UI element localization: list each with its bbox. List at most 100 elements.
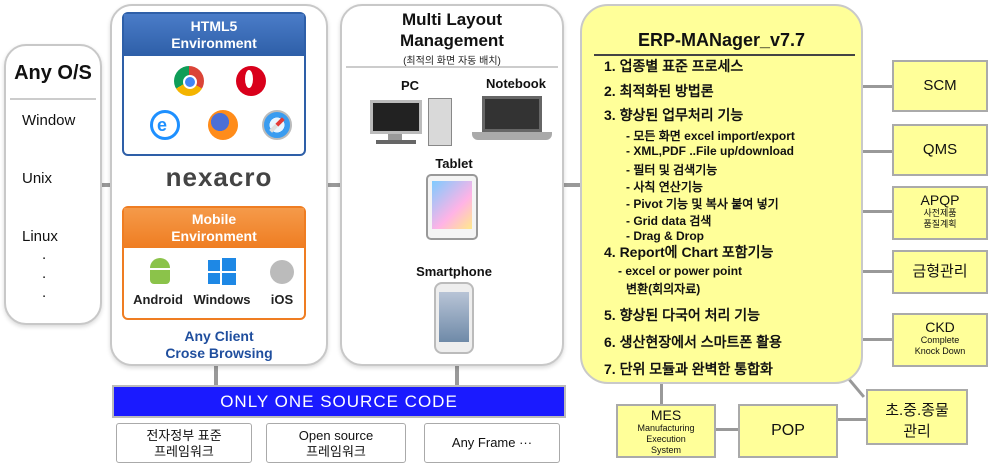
module-apqp: APQP 사전제품 품질계획 <box>892 186 988 240</box>
erp-item-1: 1. 업종별 표준 프로세스 <box>604 58 744 74</box>
erp-item-7: 7. 단위 모듈과 완벽한 통합화 <box>604 361 773 377</box>
os-item-linux: Linux <box>22 228 58 245</box>
platform-ios: iOS <box>270 292 294 307</box>
module-mold-label: 금형관리 <box>912 263 968 280</box>
os-item-dot-1: . <box>42 246 47 263</box>
mobile-environment-label: Mobile Environment <box>171 211 257 244</box>
module-material-line-1: 초.중.종물 <box>885 402 949 419</box>
erp-subitem-4: - 사칙 연산기능 <box>626 180 703 194</box>
connector-erp-mold <box>861 270 893 273</box>
framework-opensource: Open source 프레임워크 <box>266 423 406 463</box>
layout-title-2: Management <box>400 31 504 50</box>
module-apqp-label: APQP <box>920 192 960 208</box>
erp-item-4-sub-2: 변환(회의자료) <box>626 282 701 296</box>
android-icon <box>148 258 172 284</box>
opera-icon <box>236 66 266 96</box>
tablet-icon <box>426 174 478 240</box>
module-pop-label: POP <box>771 422 805 439</box>
smartphone-icon <box>434 282 474 354</box>
safari-icon <box>262 110 292 140</box>
apple-icon <box>270 260 294 284</box>
module-ckd-sub-1: Complete <box>920 335 960 345</box>
module-qms: QMS <box>892 124 988 176</box>
nexacro-logo-text: nexacro <box>165 162 273 192</box>
module-ckd: CKD Complete Knock Down <box>892 313 988 367</box>
erp-subitem-5: - Pivot 기능 및 복사 붙여 넣기 <box>626 197 779 211</box>
erp-item-5: 5. 향상된 다국어 처리 기능 <box>604 307 761 323</box>
client-panel: HTML5 Environment e nexacro Mobile Envir… <box>110 4 328 366</box>
module-scm-label: SCM <box>923 77 957 94</box>
erp-item-2: 2. 최적화된 방법론 <box>604 83 714 99</box>
erp-subitem-3: - 필터 및 검색기능 <box>626 163 718 177</box>
connector-erp-ckd <box>861 338 893 341</box>
module-material-line-2: 관리 <box>903 423 931 440</box>
erp-title: ERP-MANager_v7.7 <box>637 30 806 50</box>
connector-layout-erp <box>562 183 582 187</box>
platform-android: Android <box>133 292 183 307</box>
framework-opensource-line-2: 프레임워크 <box>306 444 366 459</box>
erp-item-3: 3. 향상된 업무처리 기능 <box>604 107 744 123</box>
module-pop: POP <box>738 404 838 458</box>
module-mes-label: MES <box>650 407 682 423</box>
layout-subtitle: (최적의 화면 자동 배치) <box>403 56 501 67</box>
source-code-label: ONLY ONE SOURCE CODE <box>220 392 458 411</box>
device-smartphone-label: Smartphone <box>416 264 492 279</box>
client-footer-2: Crose Browsing <box>165 345 273 361</box>
html5-environment-header: HTML5 Environment <box>124 14 304 56</box>
os-item-dot-2: . <box>42 265 47 282</box>
mobile-environment-header: Mobile Environment <box>124 208 304 248</box>
erp-item-6: 6. 생산현장에서 스마트폰 활용 <box>604 334 782 350</box>
erp-subitem-1: - 모든 화면 excel import/export <box>626 129 795 143</box>
os-title: Any O/S <box>14 62 92 84</box>
connector-client-bar <box>214 364 218 386</box>
erp-subitem-6: - Grid data 검색 <box>626 214 712 228</box>
html5-environment-label: HTML5 Environment <box>171 18 257 51</box>
connector-erp-apqp <box>861 210 893 213</box>
module-mes-sub-3: System <box>650 445 681 455</box>
erp-subitem-2: - XML,PDF ..File up/download <box>626 144 794 158</box>
layout-divider <box>346 66 558 68</box>
module-ckd-label: CKD <box>925 319 955 335</box>
connector-mes-pop <box>715 428 739 431</box>
platform-windows: Windows <box>193 292 251 307</box>
html5-environment-box: HTML5 Environment e <box>122 12 306 156</box>
framework-any: Any Frame ··· <box>424 423 560 463</box>
module-ckd-sub-2: Knock Down <box>914 346 966 356</box>
module-apqp-sub-2: 품질계획 <box>923 219 957 229</box>
client-footer-1: Any Client <box>184 328 254 344</box>
connector-erp-qms <box>861 150 893 153</box>
device-notebook-label: Notebook <box>486 76 546 91</box>
ie-icon: e <box>150 110 180 140</box>
layout-panel: Multi Layout Management (최적의 화면 자동 배치) P… <box>340 4 564 366</box>
os-item-dot-3: . <box>42 284 47 301</box>
connector-erp-mes <box>660 382 663 406</box>
windows-icon <box>208 258 236 285</box>
connector-layout-bar <box>455 364 459 386</box>
os-divider <box>10 98 96 100</box>
pc-icon <box>362 98 458 148</box>
source-code-bar: ONLY ONE SOURCE CODE <box>112 385 566 418</box>
erp-subitem-7: - Drag & Drop <box>626 229 704 243</box>
framework-opensource-line-1: Open source <box>298 428 374 443</box>
os-item-window: Window <box>22 112 76 129</box>
module-qms-label: QMS <box>922 141 958 158</box>
framework-any-label: Any Frame ··· <box>451 435 533 450</box>
module-mold: 금형관리 <box>892 250 988 294</box>
connector-client-layout <box>326 183 342 187</box>
connector-pop-material <box>836 418 868 421</box>
module-scm: SCM <box>892 60 988 112</box>
layout-title-1: Multi Layout <box>401 10 503 29</box>
os-item-unix: Unix <box>22 170 53 187</box>
module-mes-sub-2: Execution <box>646 434 686 444</box>
erp-item-4-sub-1: - excel or power point <box>618 264 743 278</box>
firefox-icon <box>208 110 238 140</box>
connector-erp-scm <box>861 85 893 88</box>
connector-os-client <box>100 183 112 187</box>
module-material: 초.중.종물 관리 <box>866 389 968 445</box>
module-apqp-sub-1: 사전제품 <box>923 208 957 218</box>
erp-item-4: 4. Report에 Chart 포함기능 <box>604 244 774 260</box>
chrome-icon <box>174 66 204 96</box>
erp-panel: ERP-MANager_v7.7 1. 업종별 표준 프로세스 2. 최적화된 … <box>580 4 863 384</box>
notebook-icon <box>472 96 552 144</box>
erp-divider <box>594 54 855 56</box>
